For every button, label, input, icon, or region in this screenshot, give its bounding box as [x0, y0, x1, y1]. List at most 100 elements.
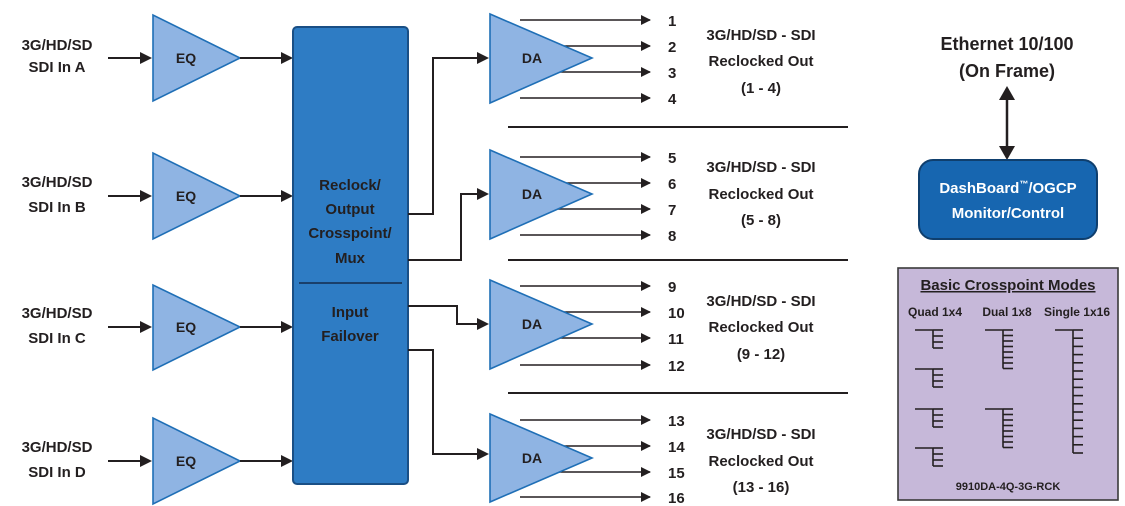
da-4-label: DA — [522, 450, 542, 466]
wire-to-da-4 — [408, 349, 489, 460]
da-group-2: DA 5 6 7 8 3G/HD/SD - SDI Reclocked Out … — [489, 148, 816, 245]
out-num-11: 11 — [668, 331, 684, 348]
out-num-10: 10 — [668, 305, 685, 322]
control-line2: Monitor/Control — [952, 205, 1064, 222]
da-amp-1 — [489, 12, 595, 105]
trademark-mark: ™ — [1019, 179, 1028, 189]
dual-mode-glyph-2 — [985, 408, 1013, 449]
eq-a-label: EQ — [176, 50, 196, 66]
out-4-line3: (13 - 16) — [733, 479, 790, 496]
out-num-8: 8 — [668, 228, 676, 245]
out-num-15: 15 — [668, 465, 685, 482]
out-3-line2: Reclocked Out — [708, 319, 813, 336]
wire-to-da-1 — [408, 52, 489, 215]
input-b-line2: SDI In B — [28, 199, 86, 216]
wire-to-da-2 — [408, 188, 489, 261]
input-row-d: 3G/HD/SD SDI In D EQ — [22, 416, 293, 506]
da-1-label: DA — [522, 50, 542, 66]
model-number: 9910DA-4Q-3G-RCK — [956, 481, 1061, 493]
ethernet-line2: (On Frame) — [959, 61, 1055, 81]
out-num-3: 3 — [668, 65, 676, 82]
out-1-line1: 3G/HD/SD - SDI — [706, 27, 815, 44]
eq-c-label: EQ — [176, 319, 196, 335]
out-4-line1: 3G/HD/SD - SDI — [706, 426, 815, 443]
input-row-b: 3G/HD/SD SDI In B EQ — [22, 151, 293, 241]
control-panel: DashBoard™/OGCP Monitor/Control — [918, 159, 1098, 240]
eq-b-label: EQ — [176, 188, 196, 204]
input-d-line1: 3G/HD/SD — [22, 439, 93, 456]
out-num-7: 7 — [668, 202, 676, 219]
quad-mode-glyph-2 — [915, 368, 943, 388]
input-row-c: 3G/HD/SD SDI In C EQ — [22, 283, 293, 372]
block-to-da-wires — [408, 52, 489, 460]
dashboard-name: DashBoard — [939, 180, 1019, 197]
input-c-line2: SDI In C — [28, 330, 86, 347]
control-line1: DashBoard™/OGCP — [939, 179, 1076, 197]
quad-mode-glyph-4 — [915, 447, 943, 467]
da-amp-4 — [489, 412, 595, 504]
ethernet-section: Ethernet 10/100 (On Frame) — [940, 34, 1074, 160]
da-group-1: DA 1 2 3 4 3G/HD/SD - SDI Reclocked Out … — [489, 12, 816, 108]
input-b-line1: 3G/HD/SD — [22, 174, 93, 191]
ethernet-arrow-up-icon — [999, 86, 1015, 100]
out-num-16: 16 — [668, 490, 685, 506]
out-3-line3: (9 - 12) — [737, 346, 785, 363]
dual-mode-glyph-1 — [985, 329, 1013, 370]
out-2-line1: 3G/HD/SD - SDI — [706, 159, 815, 176]
eq-amp-a — [152, 13, 242, 103]
da-amp-3 — [489, 278, 595, 371]
out-1-line3: (1 - 4) — [741, 80, 781, 97]
block-line-crosspoint: Crosspoint/ — [308, 225, 392, 242]
input-a-line2: SDI In A — [29, 59, 86, 76]
block-line-mux: Mux — [335, 250, 366, 267]
input-d-line2: SDI In D — [28, 464, 86, 481]
quad-mode-glyph-1 — [915, 329, 943, 349]
input-row-a: 3G/HD/SD SDI In A EQ — [22, 13, 293, 103]
control-box — [918, 159, 1098, 240]
single-mode-glyph — [1055, 329, 1083, 454]
da-2-label: DA — [522, 186, 542, 202]
da-group-4: DA 13 14 15 16 3G/HD/SD - SDI Reclocked … — [489, 412, 816, 506]
out-2-line2: Reclocked Out — [708, 186, 813, 203]
out-num-1: 1 — [668, 13, 676, 30]
out-num-9: 9 — [668, 279, 676, 296]
out-num-6: 6 — [668, 176, 676, 193]
quad-mode-glyph-3 — [915, 408, 943, 428]
input-a-line1: 3G/HD/SD — [22, 37, 93, 54]
ethernet-line1: Ethernet 10/100 — [940, 34, 1073, 54]
mode-dual-label: Dual 1x8 — [982, 305, 1032, 319]
out-1-line2: Reclocked Out — [708, 53, 813, 70]
eq-amp-b — [152, 151, 242, 241]
out-num-12: 12 — [668, 358, 685, 375]
modes-title: Basic Crosspoint Modes — [920, 277, 1095, 294]
out-num-13: 13 — [668, 413, 685, 430]
crosspoint-modes-panel: Basic Crosspoint Modes Quad 1x4 Dual 1x8… — [897, 267, 1119, 501]
wire-to-da-3 — [408, 305, 489, 330]
out-num-4: 4 — [668, 91, 677, 108]
ethernet-arrow-down-icon — [999, 146, 1015, 160]
mode-quad-label: Quad 1x4 — [908, 305, 962, 319]
eq-amp-c — [152, 283, 242, 372]
out-3-line1: 3G/HD/SD - SDI — [706, 293, 815, 310]
block-line-input: Input — [332, 304, 369, 321]
out-num-5: 5 — [668, 150, 676, 167]
eq-d-label: EQ — [176, 453, 196, 469]
out-4-line2: Reclocked Out — [708, 453, 813, 470]
eq-amp-d — [152, 416, 242, 506]
crosspoint-block: Reclock/ Output Crosspoint/ Mux Input Fa… — [292, 26, 409, 485]
block-line-output: Output — [325, 201, 374, 218]
block-line-failover: Failover — [321, 328, 379, 345]
out-num-14: 14 — [668, 439, 685, 456]
input-c-line1: 3G/HD/SD — [22, 305, 93, 322]
out-num-2: 2 — [668, 39, 676, 56]
mode-glyphs — [915, 329, 1083, 467]
mode-single-label: Single 1x16 — [1044, 305, 1110, 319]
out-2-line3: (5 - 8) — [741, 212, 781, 229]
ogcp-suffix: /OGCP — [1028, 180, 1076, 197]
da-3-label: DA — [522, 316, 542, 332]
crosspoint-box — [292, 26, 409, 485]
modes-box — [897, 267, 1119, 501]
da-amp-2 — [489, 148, 595, 241]
block-line-reclock: Reclock/ — [319, 177, 382, 194]
